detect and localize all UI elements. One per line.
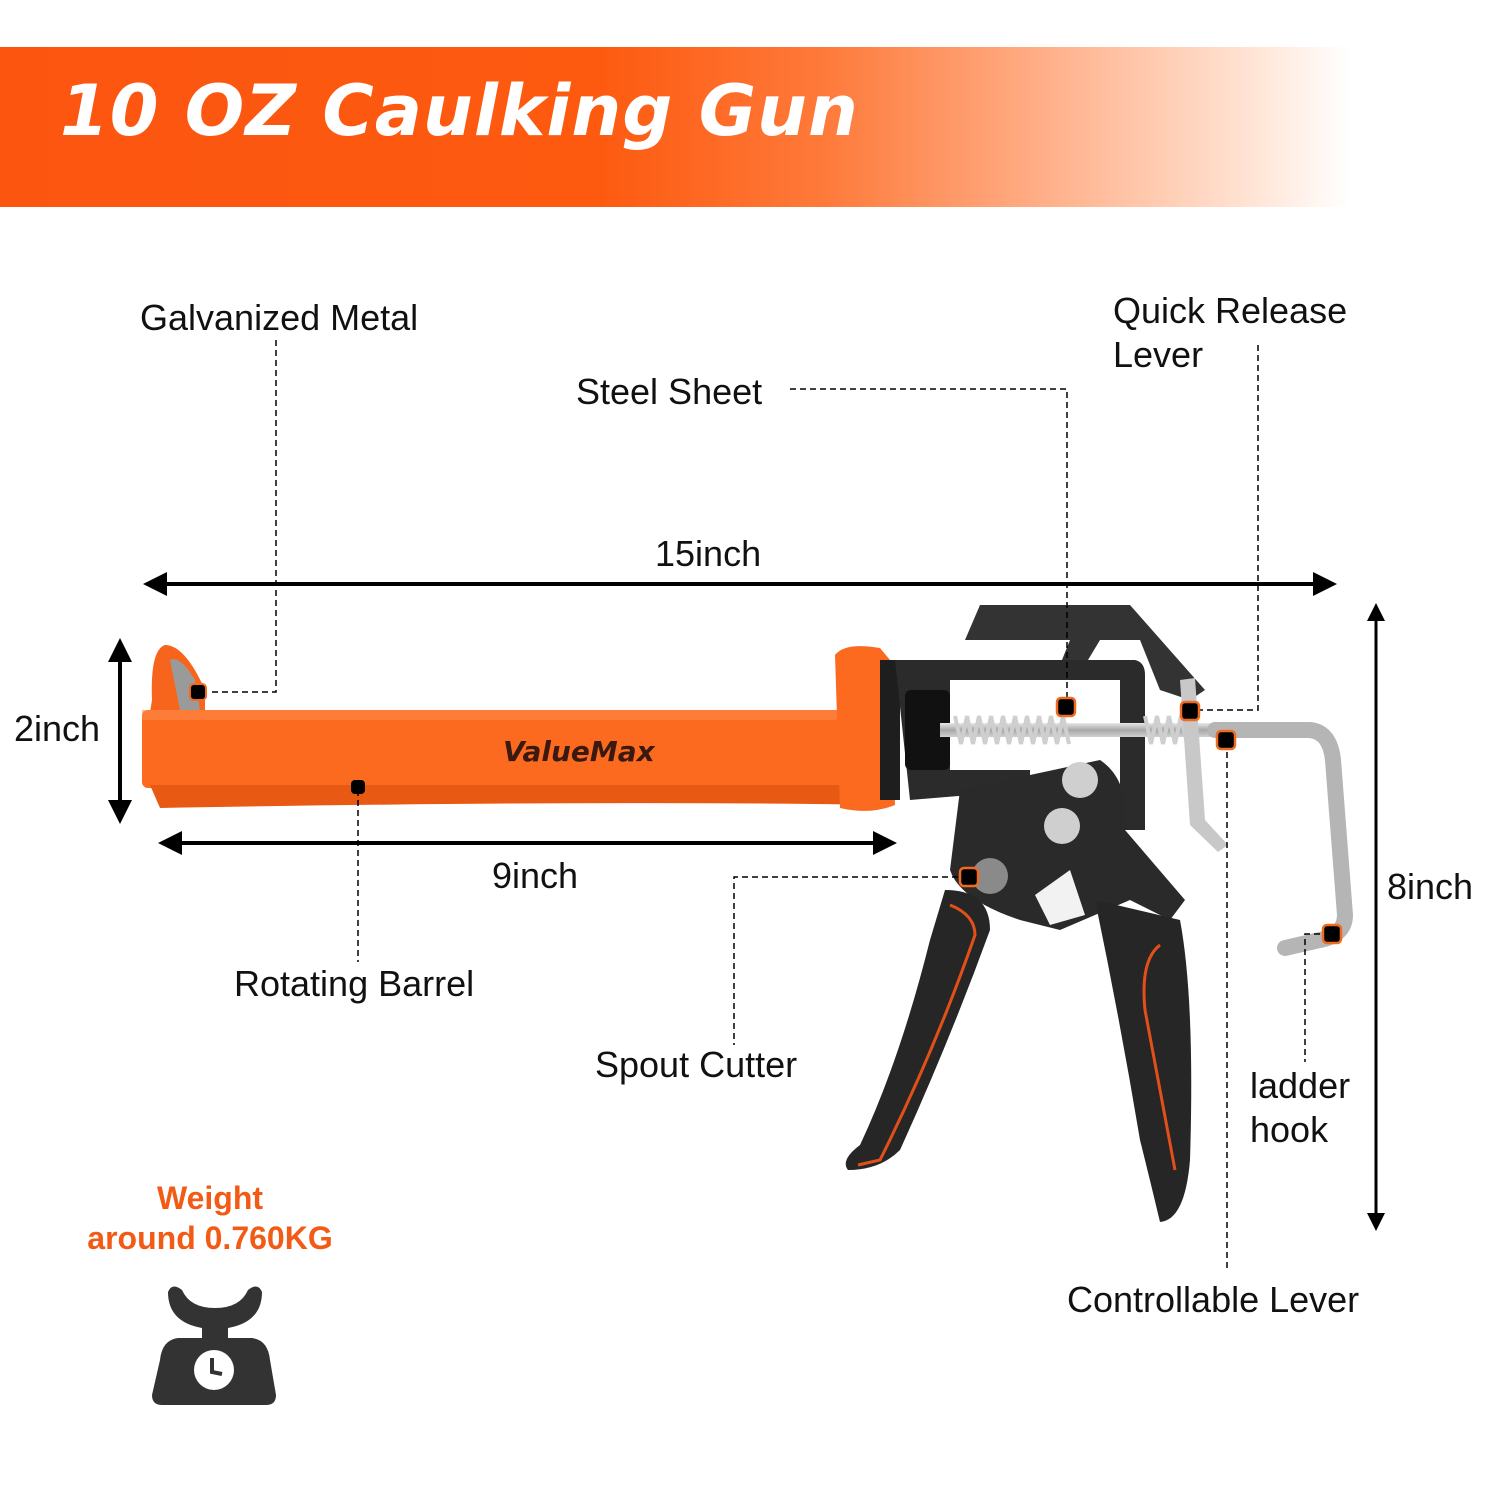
callout-quick-release-lever: Quick Release Lever: [1113, 289, 1347, 377]
dimension-label-15inch: 15inch: [655, 533, 762, 574]
title-banner: [0, 47, 1500, 207]
dimension-label-9inch: 9inch: [492, 855, 579, 896]
callout-steel-sheet: Steel Sheet: [576, 371, 763, 412]
gun-frame-shape: [845, 605, 1354, 1222]
callout-controllable-lever: Controllable Lever: [1067, 1279, 1360, 1320]
callout-galvanized-metal: Galvanized Metal: [140, 297, 419, 338]
callout-rotating-barrel: Rotating Barrel: [234, 963, 475, 1004]
callout-markers: [189, 683, 1343, 945]
brand-logo: ValueMax: [503, 735, 655, 768]
weight-info: Weight around 0.760KG: [60, 1178, 360, 1258]
page-title: 10 OZ Caulking Gun: [60, 70, 859, 152]
callout-leaders: [210, 340, 1330, 1270]
weight-value: around 0.760KG: [87, 1220, 333, 1256]
weight-label: Weight: [156, 1180, 264, 1216]
rotating-barrel-shape: [142, 645, 900, 811]
callout-quick-release-line2: Lever: [1113, 333, 1204, 375]
callout-ladder-hook: ladder hook: [1250, 1064, 1350, 1152]
callout-ladder-hook-line2: hook: [1250, 1108, 1329, 1150]
scale-icon: [152, 1286, 276, 1405]
callout-quick-release-line1: Quick Release: [1113, 290, 1348, 331]
dimension-label-2inch: 2inch: [14, 708, 101, 749]
callout-ladder-hook-line1: ladder: [1250, 1065, 1351, 1106]
callout-spout-cutter: Spout Cutter: [595, 1044, 798, 1085]
dimension-label-8inch: 8inch: [1387, 866, 1474, 907]
